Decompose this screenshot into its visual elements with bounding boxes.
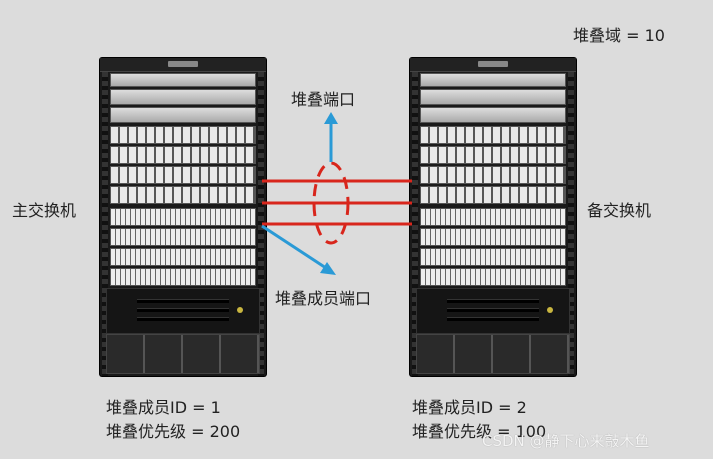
master-switch-chassis: [100, 58, 266, 376]
management-card: [420, 73, 566, 87]
line-card: [110, 166, 256, 184]
line-card: [110, 268, 256, 286]
vent: [447, 299, 539, 303]
stack-member-port-arrowhead: [320, 262, 336, 275]
vent: [447, 317, 539, 321]
master-member-id: 堆叠成员ID = 1: [106, 398, 221, 417]
stack-port-ellipse: [312, 161, 350, 245]
line-card: [110, 208, 256, 226]
power-modules: [106, 334, 260, 374]
vent: [447, 308, 539, 312]
mpu-card: [110, 89, 256, 105]
fan-tray: [106, 288, 260, 334]
stack-member-port-label: 堆叠成员端口: [275, 289, 372, 308]
stack-member-port-arrow: [261, 224, 327, 270]
stack-port-arrowhead: [324, 112, 338, 124]
side-rail: [412, 72, 418, 376]
logo: [168, 61, 198, 67]
master-switch-label: 主交换机: [12, 201, 77, 220]
vent: [137, 299, 229, 303]
master-priority: 堆叠优先级 = 200: [106, 422, 241, 441]
power-modules: [416, 334, 570, 374]
line-card: [420, 146, 566, 164]
line-card: [110, 228, 256, 246]
vent: [137, 308, 229, 312]
standby-member-id: 堆叠成员ID = 2: [412, 398, 527, 417]
fan-tray: [416, 288, 570, 334]
status-led: [547, 307, 553, 313]
status-led: [237, 307, 243, 313]
line-card: [110, 186, 256, 204]
line-card: [420, 268, 566, 286]
stack-port-label: 堆叠端口: [291, 90, 356, 109]
standby-priority: 堆叠优先级 = 100: [412, 422, 547, 441]
logo: [478, 61, 508, 67]
bezel: [100, 58, 266, 72]
line-card: [420, 186, 566, 204]
line-card: [110, 146, 256, 164]
side-rail: [258, 72, 264, 376]
line-card: [420, 248, 566, 266]
line-card: [420, 208, 566, 226]
mpu-card: [420, 89, 566, 105]
stack-domain-label: 堆叠域 = 10: [573, 26, 665, 45]
line-card: [420, 166, 566, 184]
standby-switch-chassis: [410, 58, 576, 376]
mpu-card: [110, 107, 256, 123]
line-card: [420, 126, 566, 144]
side-rail: [102, 72, 108, 376]
line-card: [110, 248, 256, 266]
mpu-card: [420, 107, 566, 123]
line-card: [420, 228, 566, 246]
management-card: [110, 73, 256, 87]
line-card: [110, 126, 256, 144]
vent: [137, 317, 229, 321]
bezel: [410, 58, 576, 72]
watermark: CSDN @静下心来敲木鱼: [482, 432, 650, 450]
standby-switch-label: 备交换机: [587, 201, 652, 220]
side-rail: [568, 72, 574, 376]
